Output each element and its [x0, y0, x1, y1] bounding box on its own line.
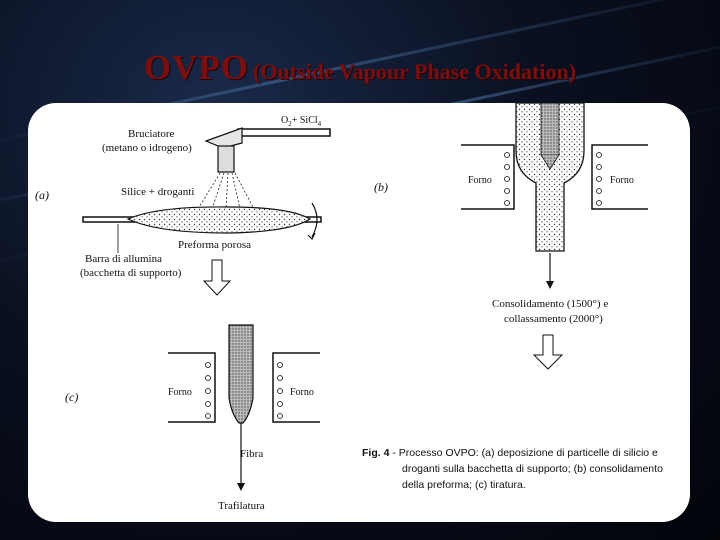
down-arrow-a [202, 259, 232, 296]
gas-label: O2+ SiCl4 [281, 115, 322, 128]
furnace-left-b [461, 144, 515, 210]
caption-line-2: droganti sulla bacchetta di supporto; (b… [402, 463, 663, 475]
preform-label: Preforma porosa [178, 239, 251, 251]
caption-line-3: della preforma; (c) tiratura. [402, 479, 526, 491]
arrow-b [546, 281, 554, 289]
furnace-right-c-label: Forno [290, 387, 314, 398]
drawing-label: Trafilatura [218, 500, 265, 512]
burner-fuel-label: (metano o idrogeno) [102, 142, 192, 154]
burner-label: Bruciatore [128, 128, 175, 140]
rotation-arrow [311, 202, 318, 238]
down-arrow-b [532, 334, 564, 370]
diagram-b: (b) Forno Forno Consolidamento (1500°) e… [374, 102, 648, 370]
spray [197, 172, 255, 210]
caption-line-1: - Processo OVPO: (a) deposizione di part… [389, 447, 658, 459]
porous-preform [126, 206, 312, 234]
preform-b [515, 102, 585, 252]
label-b: (b) [374, 180, 388, 194]
burner-nozzle [217, 145, 235, 173]
burner-head [204, 127, 243, 149]
silica-label: Silice + droganti [121, 186, 194, 198]
furnace-left-c-label: Forno [168, 387, 192, 398]
figure-caption: Fig. 4 - Processo OVPO: (a) deposizione … [362, 445, 682, 493]
furnace-left-b-label: Forno [468, 175, 492, 186]
furnace-right-c [272, 352, 320, 423]
process-label-2: collassamento (2000°) [504, 313, 603, 325]
title-main: OVPO [143, 48, 250, 87]
diagram-a: (a) Bruciatore (metano o idrogeno) O2+ S… [35, 115, 331, 296]
label-a: (a) [35, 188, 49, 202]
label-c: (c) [65, 390, 78, 404]
furnace-right-b [591, 144, 648, 210]
title-sub: (Outside Vapour Phase Oxidation) [253, 59, 577, 84]
arrow-c [237, 483, 245, 491]
process-label-1: Consolidamento (1500°) e [492, 298, 608, 310]
fiber-label: Fibra [240, 448, 263, 460]
caption-fig: Fig. 4 [362, 447, 390, 459]
figure-panel: (a) Bruciatore (metano o idrogeno) O2+ S… [28, 102, 690, 522]
rod-label: Barra di allumina [85, 253, 162, 265]
ovpo-diagram: (a) Bruciatore (metano o idrogeno) O2+ S… [35, 102, 648, 512]
burner-pipe [237, 128, 331, 137]
furnace-left-c [168, 352, 216, 423]
furnace-right-b-label: Forno [610, 175, 634, 186]
preform-c [228, 324, 254, 424]
slide-title: OVPO (Outside Vapour Phase Oxidation) [0, 48, 720, 88]
rod-note-label: (bacchetta di supporto) [80, 267, 182, 279]
diagram-c: (c) Forno Forno Fibra Trafilatura [65, 324, 320, 512]
